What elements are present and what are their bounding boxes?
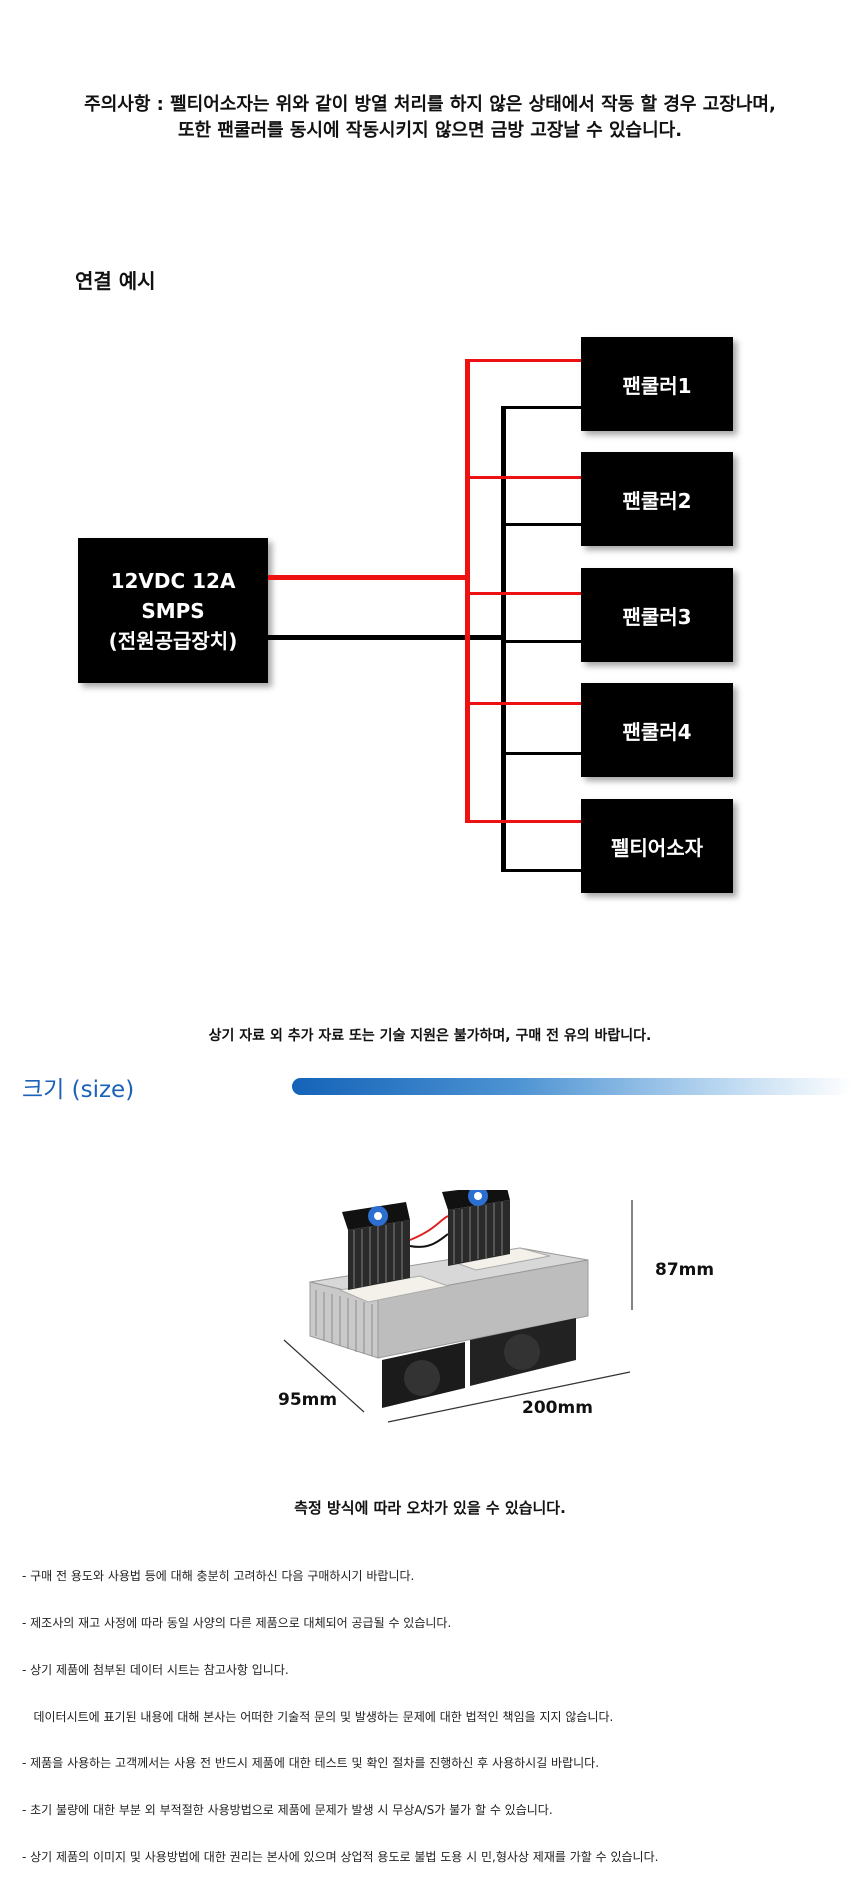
negative-branch-2 [501,523,581,526]
negative-branch-4 [501,752,581,755]
smps-label-2: SMPS [141,598,205,623]
positive-branch-1 [465,359,581,362]
warning-text: 주의사항 : 펠티어소자는 위와 같이 방열 처리를 하지 않은 상태에서 작동… [0,92,860,144]
positive-branch-5 [465,820,581,823]
size-divider-bar [292,1078,852,1095]
warning-line-1: 주의사항 : 펠티어소자는 위와 같이 방열 처리를 하지 않은 상태에서 작동… [84,94,776,115]
note-item: - 제품을 사용하는 고객께서는 사용 전 반드시 제품에 대한 테스트 및 확… [22,1756,600,1771]
smps-label-1: 12VDC 12A [110,568,236,593]
size-title: 크기 (size) [22,1077,135,1103]
negative-branch-5 [501,869,581,872]
measure-notice: 측정 방식에 따라 오차가 있을 수 있습니다. [294,1499,566,1517]
dimension-depth: 95mm [278,1390,338,1410]
positive-main-wire [268,575,468,580]
connection-title: 연결 예시 [75,269,156,293]
positive-bus [465,359,470,823]
note-item: - 제조사의 재고 사정에 따라 동일 사양의 다른 제품으로 대체되어 공급될… [22,1615,452,1630]
note-item: - 구매 전 용도와 사용법 등에 대해 충분히 고려하신 다음 구매하시기 바… [22,1569,415,1584]
device-box-fan-3: 팬쿨러3 [581,568,733,662]
negative-branch-1 [501,406,581,409]
positive-branch-2 [465,476,581,479]
device-box-fan-4: 팬쿨러4 [581,683,733,777]
note-item: - 초기 불량에 대한 부분 외 부적절한 사용방법으로 제품에 문제가 발생 … [22,1803,553,1818]
smps-label-3: (전원공급장치) [108,628,238,653]
negative-main-wire [268,635,504,640]
device-box-peltier: 펠티어소자 [581,799,733,893]
note-item: - 상기 제품의 이미지 및 사용방법에 대한 권리는 본사에 있으며 상업적 … [22,1849,659,1864]
notes-list: - 구매 전 용도와 사용법 등에 대해 충분히 고려하신 다음 구매하시기 바… [22,1538,658,1881]
warning-line-2: 또한 팬쿨러를 동시에 작동시키지 않으면 금방 고장날 수 있습니다. [177,120,683,141]
negative-branch-3 [501,640,581,643]
note-item: - 상기 제품에 첨부된 데이터 시트는 참고사항 입니다. [22,1662,289,1677]
dimension-height: 87mm [655,1260,715,1280]
note-item: 데이터시트에 표기된 내용에 대해 본사는 어떠한 기술적 문의 및 발생하는 … [22,1709,614,1724]
device-box-fan-2: 팬쿨러2 [581,452,733,546]
negative-bus [501,406,506,872]
device-box-fan-1: 팬쿨러1 [581,337,733,431]
positive-branch-3 [465,592,581,595]
positive-branch-4 [465,702,581,705]
peltier-cooler-product-image [283,1190,633,1423]
dimension-width: 200mm [522,1398,593,1418]
support-notice: 상기 자료 외 추가 자료 또는 기술 지원은 불가하며, 구매 전 유의 바랍… [208,1028,652,1044]
smps-box: 12VDC 12A SMPS (전원공급장치) [78,538,268,683]
